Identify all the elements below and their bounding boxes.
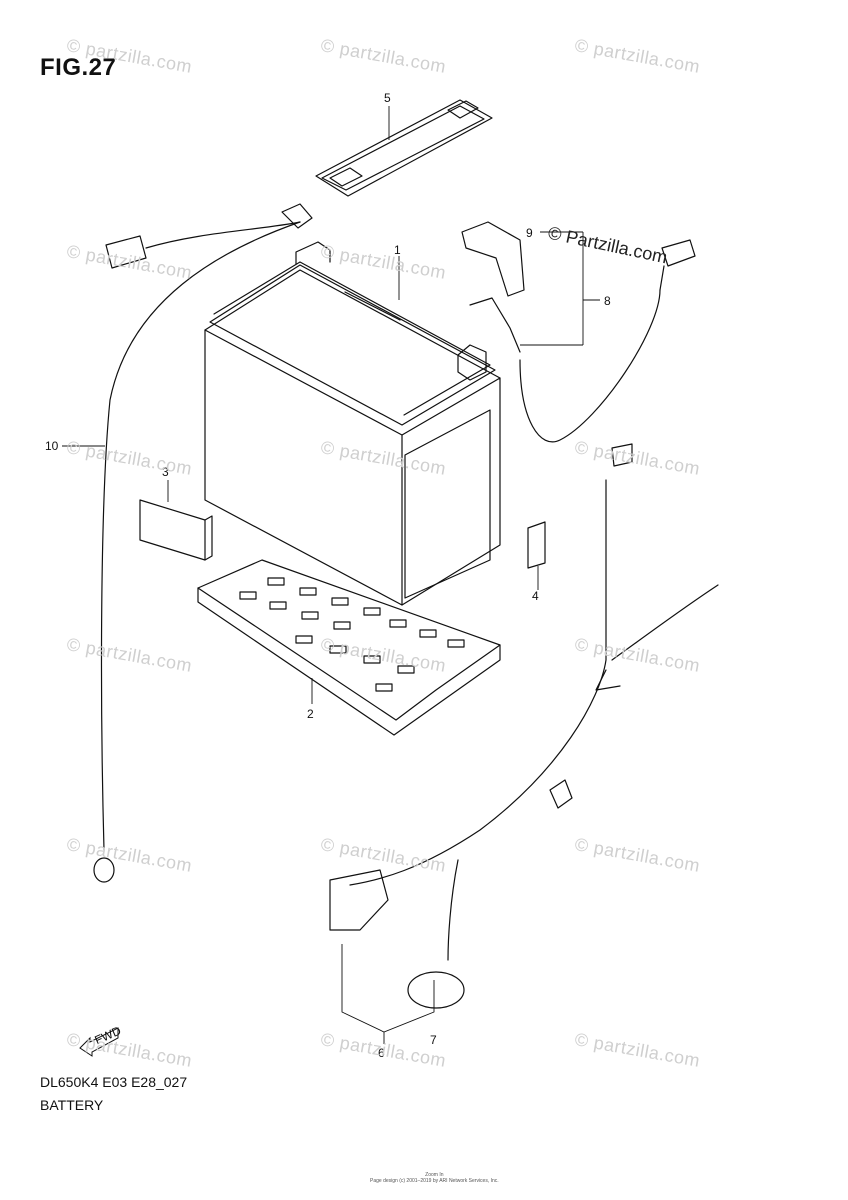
battery-cable xyxy=(469,239,696,443)
figure-title: FIG.27 xyxy=(40,54,117,81)
zoom-link[interactable]: Zoom In xyxy=(425,1172,444,1178)
spacer-part xyxy=(527,521,546,569)
callout-7: 7 xyxy=(430,1033,437,1047)
diagram-caption: BATTERY xyxy=(40,1097,104,1113)
callout-8: 8 xyxy=(604,294,611,308)
callout-2: 2 xyxy=(307,707,314,721)
battery-strap xyxy=(315,99,493,197)
callout-4: 4 xyxy=(532,589,539,603)
callout-9: 9 xyxy=(526,226,533,240)
page-footer: Zoom In Page design (c) 2001–2019 by ARI… xyxy=(370,1172,499,1184)
battery xyxy=(204,241,501,606)
copyright-text: Page design (c) 2001–2019 by ARI Network… xyxy=(370,1178,499,1184)
wire-harness xyxy=(93,203,313,883)
callout-6: 6 xyxy=(378,1046,385,1060)
callout-1: 1 xyxy=(394,243,401,257)
callout-5: 5 xyxy=(384,91,391,105)
callout-3: 3 xyxy=(162,465,169,479)
terminal-cover xyxy=(461,221,525,297)
tray-slots xyxy=(239,577,465,692)
battery-tray xyxy=(197,559,501,736)
diagram-code: DL650K4 E03 E28_027 xyxy=(40,1074,188,1090)
battery-pad xyxy=(139,499,213,561)
callout-10: 10 xyxy=(45,439,59,453)
starter-cable xyxy=(329,443,719,1009)
leader-lines xyxy=(62,106,600,1044)
